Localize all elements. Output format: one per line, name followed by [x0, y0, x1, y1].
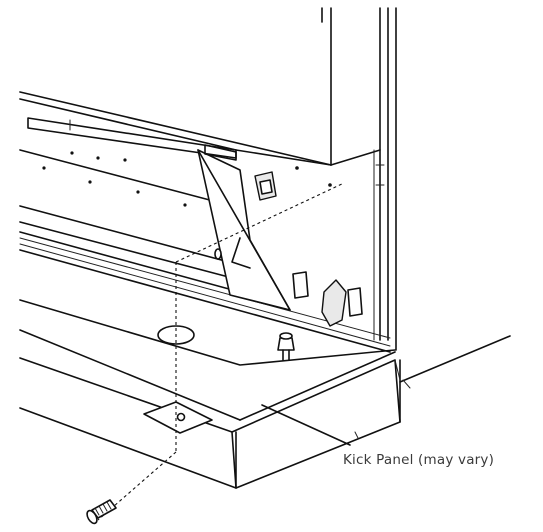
kick-panel-callout-label: Kick Panel (may vary)	[343, 452, 495, 468]
rear-panel	[235, 149, 363, 327]
callout-leader	[261, 404, 351, 446]
mounting-screw-icon	[86, 499, 117, 525]
inner-frame	[19, 149, 391, 353]
leveling-foot	[277, 332, 295, 361]
side-bracket	[197, 144, 291, 311]
upper-panel	[19, 91, 332, 166]
kick-panel	[19, 299, 511, 489]
cabinet-side-panel	[321, 7, 397, 351]
